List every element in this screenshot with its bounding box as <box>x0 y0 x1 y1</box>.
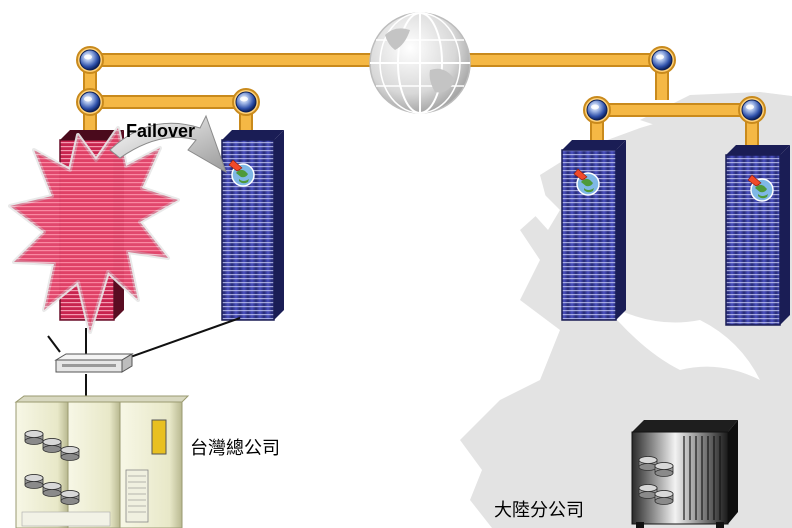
map-island <box>530 195 560 230</box>
network-node-icon <box>738 96 766 124</box>
china-server-1 <box>561 140 626 321</box>
map-sea-gap <box>600 300 760 380</box>
globe-icon <box>369 12 471 114</box>
disk-array-icon <box>14 395 190 528</box>
network-node-icon <box>583 96 611 124</box>
china-server-2 <box>725 145 790 326</box>
network-switch-icon <box>54 353 134 373</box>
china-branch-label: 大陸分公司 <box>494 500 584 521</box>
network-node-icon <box>76 46 104 74</box>
taiwan-standby-server <box>221 130 284 321</box>
network-node-icon <box>76 88 104 116</box>
network-node-icon <box>648 46 676 74</box>
mainframe-server-icon <box>631 420 738 528</box>
lan-cabling <box>47 317 241 404</box>
network-node-icon <box>232 88 260 116</box>
taiwan-hq-label: 台灣總公司 <box>190 438 280 459</box>
failure-burst-icon <box>8 126 180 334</box>
failover-label: Failover <box>126 121 195 141</box>
curved-arrow-icon <box>109 114 227 174</box>
